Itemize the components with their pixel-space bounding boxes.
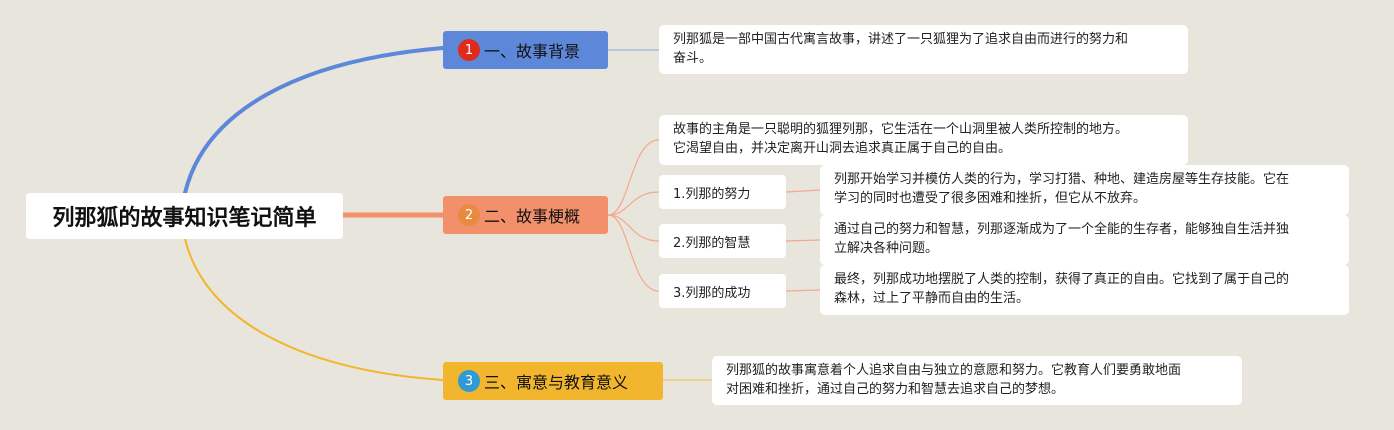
number-badge-2: 2 (458, 204, 480, 226)
connector-topic-2-note (785, 239, 821, 242)
connector-branch-2-note (607, 139, 660, 216)
subtopic-success[interactable]: 3.列那的成功 (659, 274, 786, 308)
note-effort[interactable]: 列那开始学习并模仿人类的行为，学习打猎、种地、建造房屋等生存技能。它在 学习的同… (820, 165, 1349, 215)
branch-story-summary[interactable]: 2 二、故事梗概 (443, 196, 608, 234)
branch-label: 一、故事背景 (484, 42, 581, 61)
number-badge-3: 3 (458, 370, 480, 392)
subtopic-wisdom[interactable]: 2.列那的智慧 (659, 224, 786, 258)
connector-branch-2-topic-3 (607, 214, 660, 292)
connector-topic-1-note (785, 189, 821, 193)
branch-label: 二、故事梗概 (484, 207, 581, 226)
note-success[interactable]: 最终，列那成功地摆脱了人类的控制，获得了真正的自由。它找到了属于自己的 森林，过… (820, 265, 1349, 315)
branch-moral-and-education[interactable]: 3 三、寓意与教育意义 (443, 362, 663, 400)
note-wisdom[interactable]: 通过自己的努力和智慧，列那逐渐成为了一个全能的生存者，能够独自生活并独 立解决各… (820, 215, 1349, 265)
note-moral-and-education[interactable]: 列那狐的故事寓意着个人追求自由与独立的意愿和努力。它教育人们要勇敢地面 对困难和… (712, 356, 1242, 405)
subtopic-label: 2.列那的智慧 (673, 235, 751, 251)
subtopic-effort[interactable]: 1.列那的努力 (659, 175, 786, 209)
branch-story-background[interactable]: 1 一、故事背景 (443, 31, 608, 69)
subtopic-label: 1.列那的努力 (673, 186, 751, 202)
connector-branch-2-topic-1 (607, 191, 660, 216)
branch-label: 三、寓意与教育意义 (484, 373, 629, 392)
number-badge-1: 1 (458, 39, 480, 61)
note-story-summary[interactable]: 故事的主角是一只聪明的狐狸列那，它生活在一个山洞里被人类所控制的地方。 它渴望自… (659, 115, 1188, 165)
connector-root-branch-3 (184, 238, 444, 381)
root-topic-label: 列那狐的故事知识笔记简单 (52, 206, 317, 231)
connector-branch-2-topic-2 (607, 214, 660, 242)
subtopic-label: 3.列那的成功 (673, 285, 751, 301)
note-story-background[interactable]: 列那狐是一部中国古代寓言故事，讲述了一只狐狸为了追求自由而进行的努力和 奋斗。 (659, 25, 1188, 74)
root-topic[interactable]: 列那狐的故事知识笔记简单 (26, 193, 343, 239)
connector-root-branch-1 (183, 46, 445, 195)
connector-topic-3-note (785, 289, 821, 292)
